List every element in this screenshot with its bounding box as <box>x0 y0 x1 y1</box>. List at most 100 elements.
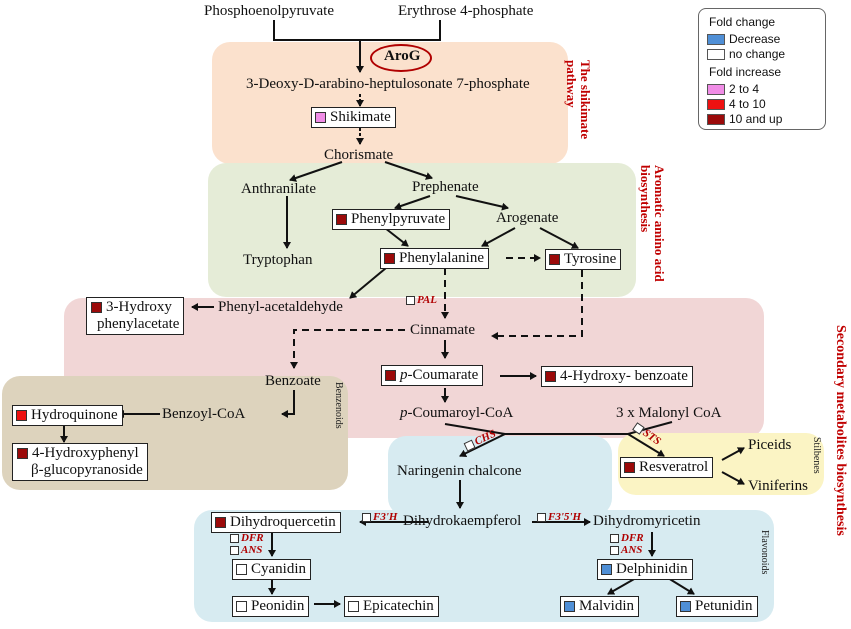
ans-enzyme-right: ANS <box>610 544 642 557</box>
phosphoenolpyruvate: Phosphoenolpyruvate <box>204 3 334 19</box>
tyrosine-box: Tyrosine <box>545 249 622 270</box>
hpg-fold-marker <box>17 448 28 459</box>
epicatechin-box: Epicatechin <box>344 596 439 617</box>
hpg-label-2: β-glucopyranoside <box>31 462 143 478</box>
tyrosine-fold-marker <box>549 254 560 265</box>
arrow-sts <box>627 433 665 457</box>
hpg-box: 4-Hydroxyphenyl β-glucopyranoside <box>12 443 148 481</box>
arrow-arogenate-tyrosine <box>539 227 579 249</box>
p-coumaroyl-suffix: -Coumaroyl-CoA <box>407 405 514 421</box>
epicatechin-fold-marker <box>348 601 359 612</box>
legend-title-fold-increase: Fold increase <box>709 65 782 79</box>
hydroquinone-box: Hydroquinone <box>12 405 123 426</box>
arrow-delphinidin-petunidin <box>667 577 695 595</box>
phenyl-acetaldehyde: Phenyl-acetaldehyde <box>218 299 343 315</box>
ans-left-label: ANS <box>241 544 263 556</box>
legend-swatch-2-4 <box>707 83 725 95</box>
legend-label-no-change: no change <box>729 47 786 61</box>
tryptophan: Tryptophan <box>243 252 313 268</box>
hydroxybenzoate-box: 4-Hydroxy- benzoate <box>541 366 693 387</box>
pal-enzyme: PAL <box>406 294 437 307</box>
erythrose-4-phosphate: Erythrose 4-phosphate <box>398 3 534 19</box>
chorismate: Chorismate <box>324 147 394 163</box>
benzoate: Benzoate <box>265 373 321 389</box>
arrow-pcoumaroyl-malonyl-join <box>444 421 673 435</box>
arog-ellipse <box>370 44 432 72</box>
arrow-delphinidin-malvidin <box>607 577 637 595</box>
anthranilate: Anthranilate <box>241 181 316 197</box>
naringenin-chalcone: Naringenin chalcone <box>397 463 522 479</box>
cyanidin-label: Cyanidin <box>251 561 306 577</box>
legend-row-2-4: 2 to 4 <box>707 82 759 96</box>
legend: Fold change Decrease no change Fold incr… <box>698 8 826 130</box>
f3h-fold-marker <box>362 513 371 522</box>
arrow-cinnamate-benzoate <box>290 329 405 369</box>
p-coumarate-box: p-Coumarate <box>381 365 484 386</box>
f35h-label: F3'5'H <box>548 511 582 523</box>
secondary-section-label: Secondary metabolites biosynthesis <box>833 325 848 536</box>
arrow-tyrosine-pcoumarate <box>491 270 583 340</box>
dfr-left-label: DFR <box>241 532 264 544</box>
benzoyl-coa: Benzoyl-CoA <box>162 406 246 422</box>
dihydroquercetin-label: Dihydroquercetin <box>230 514 336 530</box>
hydroquinone-label: Hydroquinone <box>31 407 118 423</box>
shikimate-box: Shikimate <box>311 107 396 128</box>
dihydroquercetin-fold-marker <box>215 517 226 528</box>
legend-row-decrease: Decrease <box>707 32 780 46</box>
petunidin-fold-marker <box>680 601 691 612</box>
malvidin-fold-marker <box>564 601 575 612</box>
arrow-chs <box>459 433 506 457</box>
phenylalanine-fold-marker <box>384 253 395 264</box>
shikimate-label: Shikimate <box>330 109 391 125</box>
piceids: Piceids <box>748 437 792 453</box>
delphinidin-fold-marker <box>601 564 612 575</box>
arrow-phenylpyruvate-phenylalanine <box>384 227 409 247</box>
f35h-enzyme: F3'5'H <box>537 511 581 524</box>
flavonoids-region <box>388 436 612 516</box>
resveratrol-fold-marker <box>624 462 635 473</box>
arrow-prephenate-phenylpyruvate <box>394 195 431 210</box>
f35h-fold-marker <box>537 513 546 522</box>
shikimate-section-label: The shikimate pathway <box>564 60 593 140</box>
dahp: 3-Deoxy-D-arabino-heptulosonate 7-phosph… <box>246 76 530 92</box>
malonyl-coa: 3 x Malonyl CoA <box>616 405 722 421</box>
dfr-right-fold-marker <box>610 534 619 543</box>
tyrosine-label: Tyrosine <box>564 251 617 267</box>
hydroxybenzoate-fold-marker <box>545 371 556 382</box>
legend-swatch-4-10 <box>707 98 725 110</box>
malvidin-label: Malvidin <box>579 598 634 614</box>
legend-swatch-decrease <box>707 33 725 45</box>
hydroxyphenylacetate-box: 3-Hydroxy phenylacetate <box>86 297 185 335</box>
resveratrol-label: Resveratrol <box>639 459 709 475</box>
flavonoids-section-label: Flavonoids <box>759 530 770 575</box>
hydroxyphenylacetate-label-1: 3-Hydroxy <box>106 299 172 315</box>
viniferins: Viniferins <box>748 478 808 494</box>
legend-row-10-up: 10 and up <box>707 112 782 126</box>
cyanidin-fold-marker <box>236 564 247 575</box>
prephenate: Prephenate <box>412 179 479 195</box>
hydroxyphenylacetate-fold-marker <box>91 302 102 313</box>
phenylalanine-box: Phenylalanine <box>380 248 489 269</box>
arrow-chorismate-anthranilate <box>289 161 343 182</box>
legend-label-4-10: 4 to 10 <box>729 97 766 111</box>
p-coumarate-label: p-Coumarate <box>400 366 478 385</box>
ans-right-fold-marker <box>610 546 619 555</box>
dfr-right-label: DFR <box>621 532 644 544</box>
legend-title-fold-change: Fold change <box>709 15 776 29</box>
cyanidin-box: Cyanidin <box>232 559 311 580</box>
p-coumarate-suffix: -Coumarate <box>407 367 479 383</box>
cinnamate: Cinnamate <box>410 322 475 338</box>
legend-swatch-10-up <box>707 113 725 125</box>
legend-label-10-up: 10 and up <box>729 112 783 126</box>
petunidin-box: Petunidin <box>676 596 758 617</box>
arrow-pep-e4p-join <box>273 20 441 41</box>
hydroxyphenylacetate-label-2: phenylacetate <box>97 316 180 332</box>
arogenate: Arogenate <box>496 210 559 226</box>
f3h-label: F3'H <box>373 511 398 523</box>
arog-enzyme-label: AroG <box>384 48 421 64</box>
hydroquinone-fold-marker <box>16 410 27 421</box>
ans-enzyme-left: ANS <box>230 544 262 557</box>
dihydrokaempferol: Dihydrokaempferol <box>403 513 522 529</box>
pal-fold-marker <box>406 296 415 305</box>
